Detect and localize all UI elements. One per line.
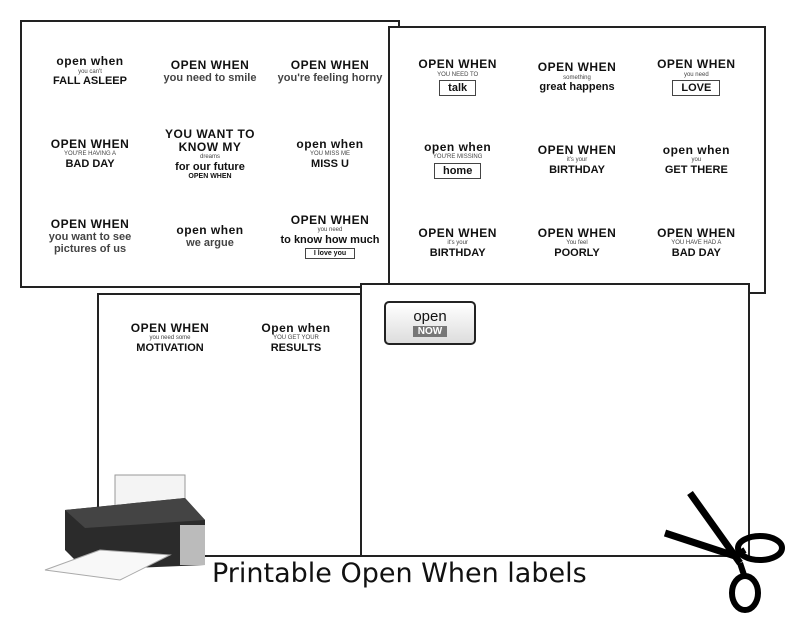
label-line: YOU HAVE HAD A xyxy=(671,239,722,246)
label-line: OPEN WHEN xyxy=(657,57,736,72)
label-line: for our future xyxy=(175,160,245,173)
label-line: OPEN WHEN xyxy=(188,172,232,180)
label-line: open when xyxy=(662,143,730,158)
label-line: MISS U xyxy=(311,157,349,170)
label-line: home xyxy=(433,162,482,179)
label-line: to know how much xyxy=(280,233,380,246)
label-line: great happens xyxy=(539,81,615,94)
label-line: YOU NEED TO xyxy=(437,71,479,78)
label-line: you xyxy=(691,157,702,164)
printer-icon xyxy=(44,474,205,581)
label-line: OPEN WHEN xyxy=(50,137,130,152)
label-line: OPEN WHEN xyxy=(537,60,617,75)
label-line: you need xyxy=(317,227,343,234)
label-line: dreams xyxy=(199,153,220,160)
label-line: OPEN WHEN xyxy=(290,212,370,227)
label-line: POORLY xyxy=(554,246,600,259)
label-line: you need some xyxy=(149,335,191,342)
label-line: GET THERE xyxy=(664,163,728,176)
caption: Printable Open When labels xyxy=(212,558,587,589)
label-line: OPEN WHEN xyxy=(290,57,370,72)
label-line: open when xyxy=(424,140,492,155)
label-line: OPEN WHEN xyxy=(170,57,250,72)
label-line: it's your xyxy=(566,157,588,164)
label-line: it's your xyxy=(447,239,468,246)
label-line: something xyxy=(563,74,591,81)
label-line: OPEN WHEN xyxy=(537,143,617,158)
label-line: RESULTS xyxy=(270,341,322,354)
label-line: we argue xyxy=(186,237,234,250)
open-now-label: open NOW xyxy=(370,293,490,353)
label-line: you need to smile xyxy=(163,71,257,84)
label-line: I love you xyxy=(304,247,356,260)
open-text: open xyxy=(413,308,447,326)
label-line: YOU MISS ME xyxy=(309,151,350,158)
label-line: you want to see pictures of us xyxy=(48,231,132,256)
label-line: open when xyxy=(176,223,244,238)
label-line: Open when xyxy=(261,321,331,336)
label-line: BIRTHDAY xyxy=(549,163,605,176)
label-line: open when xyxy=(56,54,124,69)
label-line: YOU'RE HAVING A xyxy=(63,151,117,158)
label-line: you're feeling horny xyxy=(277,71,383,84)
label-line: YOU'RE MISSING xyxy=(432,154,483,161)
label-line: OPEN WHEN xyxy=(130,321,210,336)
label-line: LOVE xyxy=(672,80,721,97)
label-line: You feel xyxy=(566,239,588,246)
label-line: OPEN WHEN xyxy=(537,225,617,240)
label-line: OPEN WHEN xyxy=(418,225,497,240)
label-line: MOTIVATION xyxy=(136,341,204,354)
label-sheet-4: open NOW xyxy=(360,283,750,557)
label-line: OPEN WHEN xyxy=(418,57,497,72)
label-line: you can't xyxy=(78,68,102,75)
label-line: BAD DAY xyxy=(65,157,115,170)
label-line: open when xyxy=(296,137,364,152)
label-line: OPEN WHEN xyxy=(50,216,130,231)
label-line: talk xyxy=(439,80,477,97)
label-line: OPEN WHEN xyxy=(657,225,736,240)
label-line: YOU WANT TO KNOW MY xyxy=(165,126,255,154)
label-line: BIRTHDAY xyxy=(429,246,486,259)
now-text: NOW xyxy=(412,325,448,337)
label-line: YOU GET YOUR xyxy=(273,335,319,342)
scissors-icon xyxy=(663,490,785,613)
label-line: BAD DAY xyxy=(671,246,721,259)
label-line: you need xyxy=(683,71,709,78)
label-line: FALL ASLEEP xyxy=(53,75,127,88)
